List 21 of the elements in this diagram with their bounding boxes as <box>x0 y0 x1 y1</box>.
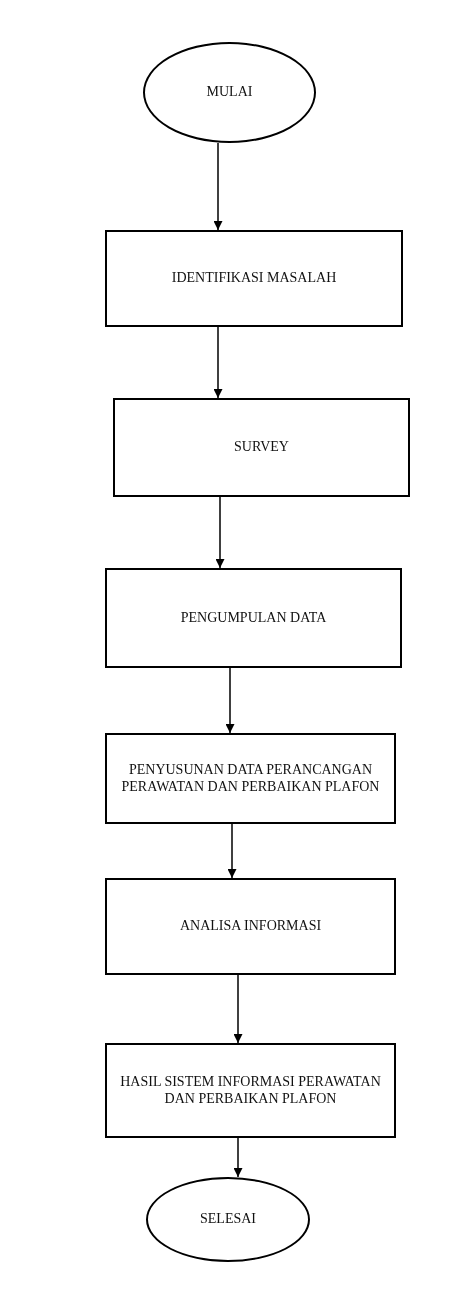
process-box <box>105 878 396 975</box>
process-box <box>105 568 402 668</box>
node-label: SURVEY <box>234 439 289 456</box>
node-label: PENGUMPULAN DATA <box>180 609 327 627</box>
arrow <box>233 974 243 1044</box>
node-label: HASIL SISTEM INFORMASI PERAWATAN DAN PERBAIKAN PLAFON <box>119 1073 382 1108</box>
arrow <box>233 1137 243 1178</box>
process-box <box>113 398 410 497</box>
process-box <box>105 230 403 327</box>
process-box <box>105 733 396 824</box>
node-label: MULAI <box>206 84 253 101</box>
node-label: ANALISA INFORMASI <box>179 918 322 935</box>
node-label: IDENTIFIKASI MASALAH <box>171 270 337 287</box>
arrow <box>213 326 223 399</box>
node-label: PENYUSUNAN DATA PERANCANGAN PERAWATAN DAN PERBAIKAN PLAFON <box>120 761 381 796</box>
arrow <box>227 823 237 879</box>
arrow <box>213 142 223 231</box>
node-label: SELESAI <box>200 1211 256 1228</box>
arrow <box>215 496 225 569</box>
process-box <box>105 1043 396 1138</box>
arrow <box>225 667 235 734</box>
